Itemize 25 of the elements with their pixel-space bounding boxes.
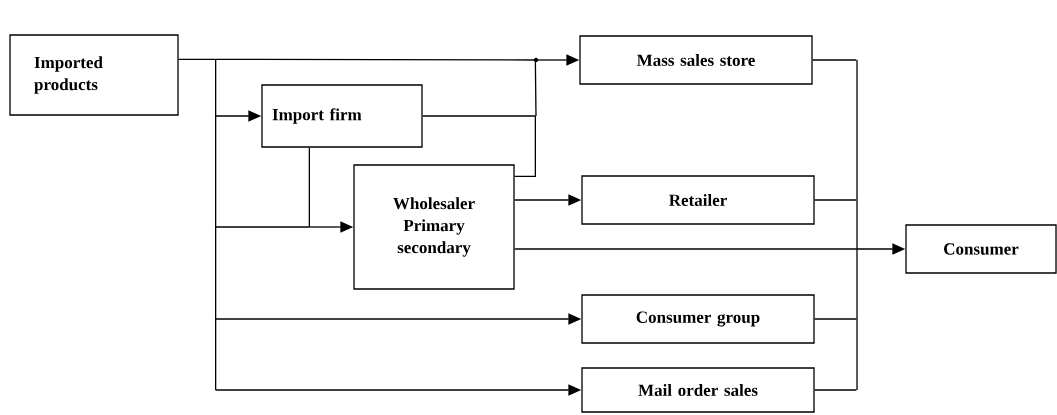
connector-line	[534, 59, 537, 117]
process-box: Mail order sales	[581, 367, 815, 413]
process-box: Retailer	[581, 175, 815, 225]
connector-line	[514, 248, 857, 250]
connector-line	[215, 58, 536, 61]
connector-line	[856, 59, 858, 201]
connector-line	[814, 389, 857, 391]
process-box: Mass sales store	[579, 35, 813, 85]
connector-line	[856, 318, 858, 391]
process-box: Imported products	[9, 34, 179, 116]
connector-line	[215, 226, 310, 228]
process-box: Consumer group	[581, 294, 815, 344]
process-box: Wholesaler Primary secondary	[353, 164, 515, 290]
connector-line	[814, 199, 857, 201]
connector-line	[308, 147, 310, 228]
connector-line	[814, 318, 857, 320]
connector-line	[215, 58, 217, 391]
connector-line	[178, 58, 217, 60]
process-box: Import firm	[261, 84, 423, 148]
connector-line	[422, 115, 536, 117]
process-box: Consumer	[905, 224, 1057, 274]
connector-line	[812, 59, 857, 61]
connector-line	[856, 248, 858, 320]
connector-line	[856, 199, 858, 250]
connector-line	[514, 115, 536, 177]
